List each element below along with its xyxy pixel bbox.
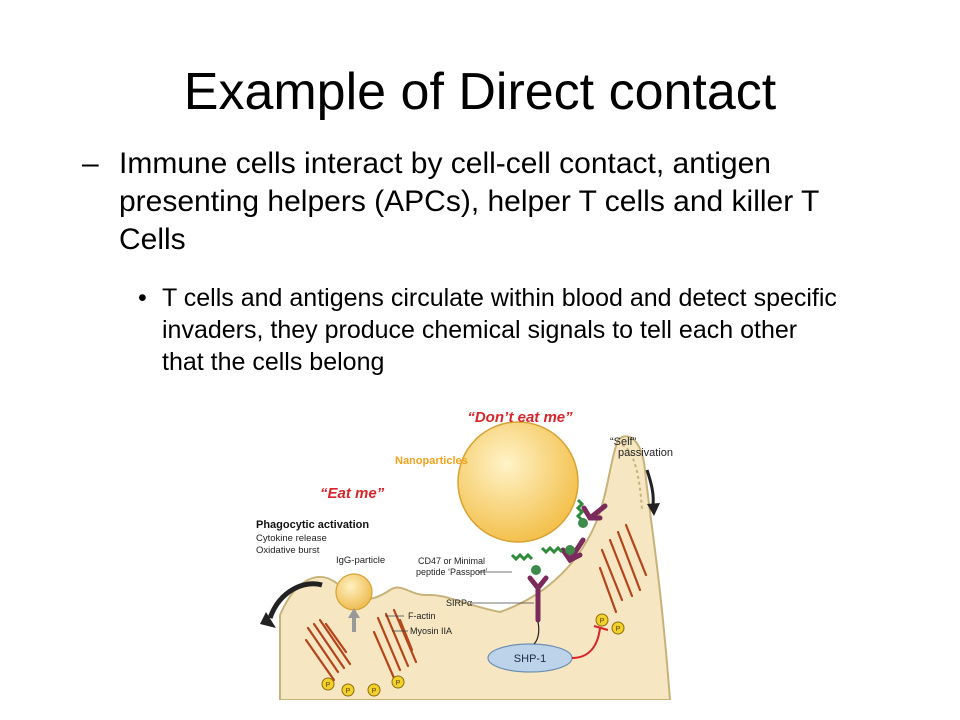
phospho-label: P	[396, 680, 401, 687]
phagocytosis-arrow	[267, 581, 323, 619]
phospho-label: P	[600, 618, 605, 625]
igg-particle	[335, 573, 373, 611]
passivation-arrowhead	[647, 503, 660, 516]
slide-title: Example of Direct contact	[183, 63, 777, 121]
self-label: “Self”	[610, 436, 637, 448]
cd47-label-line2: peptide ‘Passport’	[416, 567, 488, 577]
shp1-label: SHP-1	[514, 653, 546, 665]
phospho-label: P	[616, 626, 621, 633]
cd47-heads	[531, 518, 588, 575]
cd47-ligands	[510, 498, 585, 562]
igg-particle-label: IgG-particle	[336, 555, 385, 566]
dont-eat-me-label: “Don’t eat me”	[467, 409, 573, 426]
bullet-level2-text: T cells and antigens circulate within bl…	[162, 284, 837, 376]
phagocytosis-arrowhead	[260, 612, 276, 628]
myosin-label: Myosin IIA	[410, 626, 452, 636]
nanoparticle	[457, 421, 579, 543]
cd47-label-line1: CD47 or Minimal	[418, 556, 485, 566]
phospho-labels: P P P P P P	[326, 618, 621, 695]
oxidative-burst-label: Oxidative burst	[256, 545, 320, 556]
bullet-marker: •	[138, 284, 147, 312]
actin-bundles	[304, 523, 648, 682]
eat-me-label: “Eat me”	[320, 485, 385, 502]
sirpa-label: SIRPα	[446, 598, 472, 608]
sirpa-receptors	[527, 503, 608, 623]
phospho-markers	[321, 613, 625, 697]
passivation-label: passivation	[618, 447, 673, 459]
passivation-arrow	[645, 469, 655, 506]
phospho-label: P	[372, 688, 377, 695]
phagocytic-activation-label: Phagocytic activation	[256, 519, 369, 531]
inhibition-line	[571, 627, 601, 659]
leader-lines	[385, 571, 534, 632]
bullet-level2: • T cells and antigens circulate within …	[138, 282, 838, 378]
cell-contact-diagram: P P P P P P SHP-1 “Don’t eat me” “Self” …	[256, 409, 673, 700]
inhibition-bar	[593, 625, 609, 631]
bullet-level1-text: Immune cells interact by cell-cell conta…	[119, 147, 819, 256]
membrane-edge	[621, 444, 643, 511]
nanoparticles-label: Nanoparticles	[395, 455, 468, 467]
cytokine-release-label: Cytokine release	[256, 533, 327, 544]
phospho-label: P	[326, 682, 331, 689]
bullet-level1: – Immune cells interact by cell-cell con…	[82, 145, 882, 259]
dash-marker: –	[82, 147, 99, 180]
upward-arrowhead	[348, 608, 360, 618]
sirpa-to-shp1-arrow	[533, 621, 540, 645]
phospho-label: P	[346, 688, 351, 695]
f-actin-label: F-actin	[408, 611, 436, 621]
